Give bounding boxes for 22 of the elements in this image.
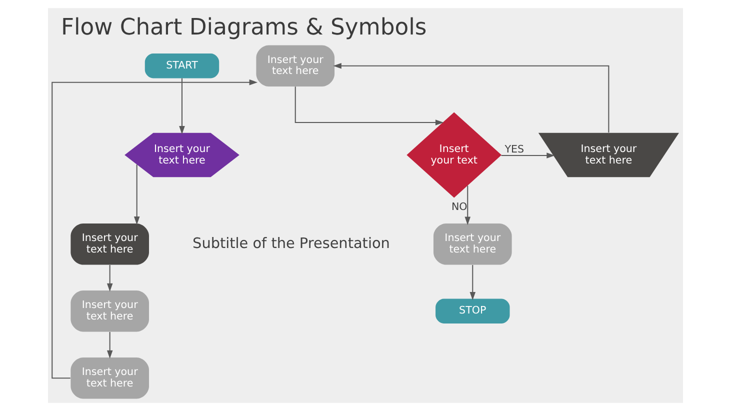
arrow xyxy=(294,86,444,126)
node-box: Insert your text here xyxy=(70,358,148,399)
arrow xyxy=(106,264,112,292)
arrow xyxy=(178,78,184,134)
node-box: Insert your text here xyxy=(70,290,148,332)
arrow xyxy=(500,152,554,158)
label: Subtitle of the Presentation xyxy=(192,236,390,252)
node-box: START xyxy=(144,53,219,78)
edge-label: NO xyxy=(450,200,467,213)
diagram-title: Flow Chart Diagrams & Symbols xyxy=(60,14,426,41)
arrow xyxy=(464,186,470,226)
arrow xyxy=(133,164,140,225)
node-diamond: Insert your text xyxy=(406,112,502,198)
arrow xyxy=(332,62,609,132)
node-box: Insert your text here xyxy=(256,45,334,86)
arrow xyxy=(51,79,258,379)
node-box: Insert your text here xyxy=(70,224,148,265)
arrow xyxy=(469,264,476,300)
arrow xyxy=(106,332,112,359)
node-box: Insert your text here xyxy=(432,224,512,265)
node-box: STOP xyxy=(435,298,510,324)
edge-label: YES xyxy=(504,143,524,156)
